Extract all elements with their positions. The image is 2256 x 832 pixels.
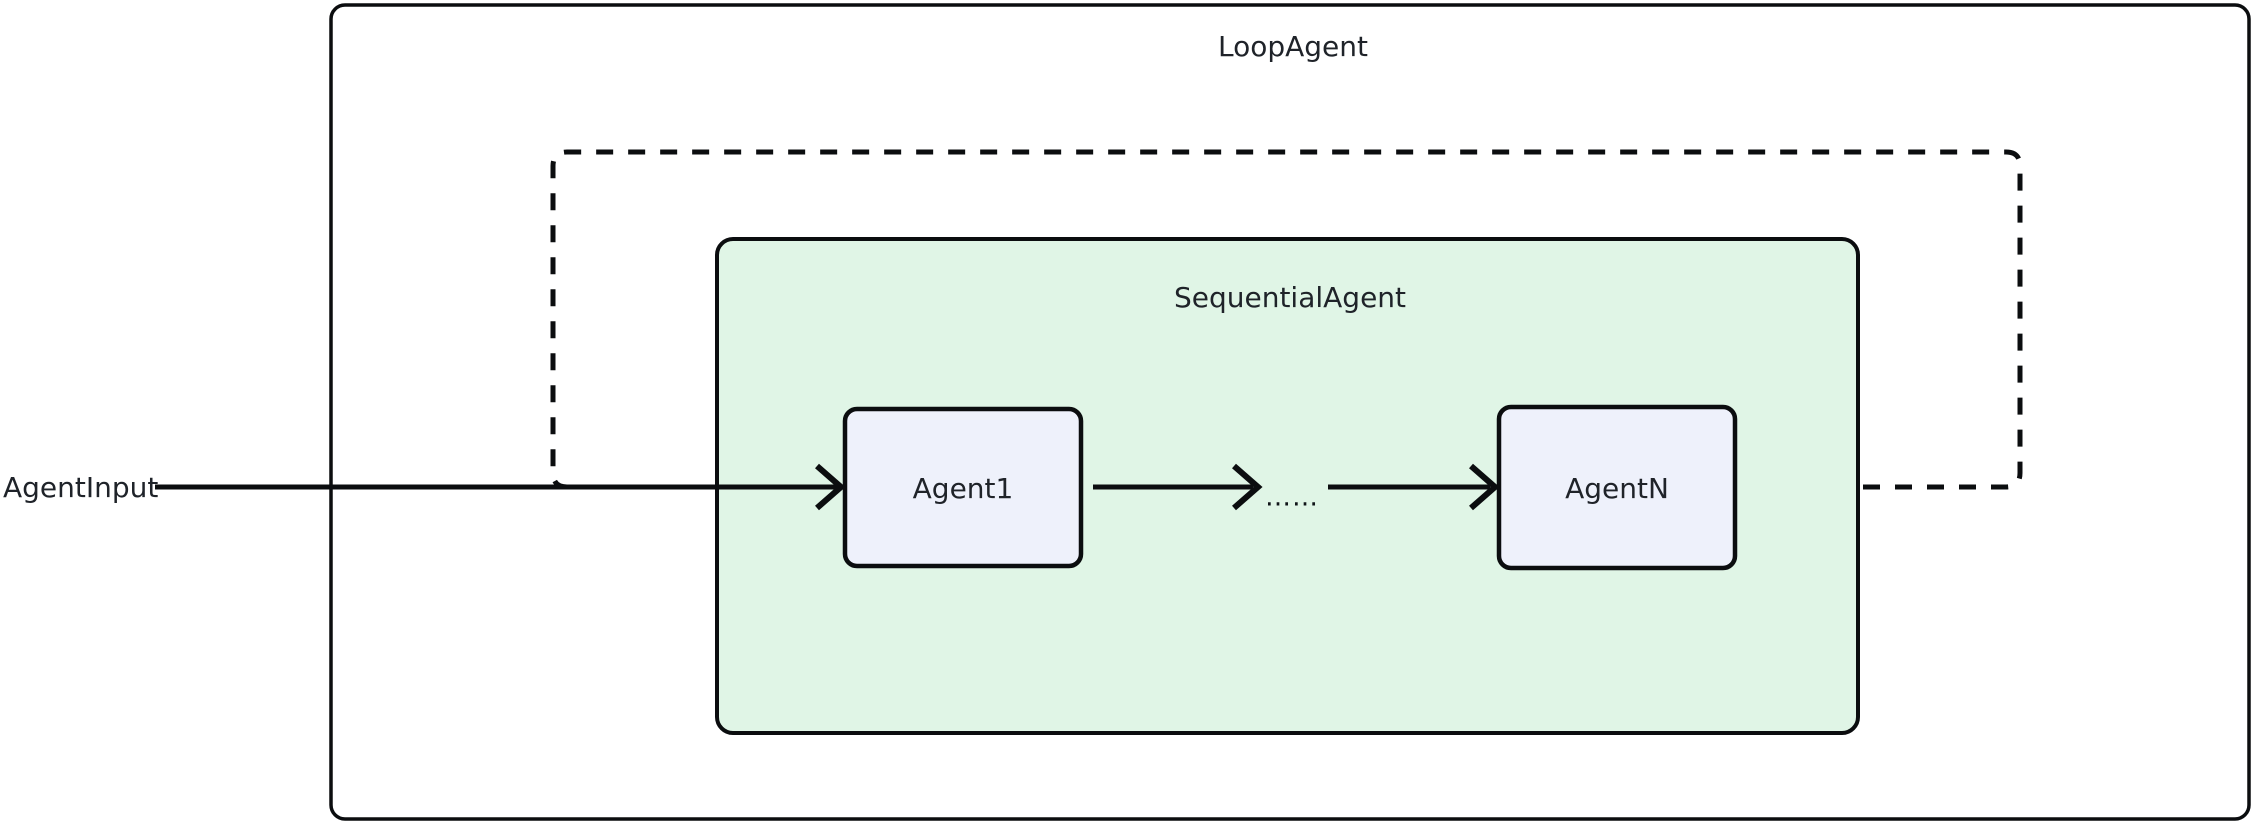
agent-input-label: AgentInput [3, 471, 158, 504]
agentN-label: AgentN [1565, 472, 1669, 505]
edge-agent1-to-ellipsis-arrowhead [1232, 463, 1263, 511]
loop-back-dashed-path [550, 149, 2023, 490]
ellipsis-label: …… [1265, 483, 1319, 513]
agent-node-agentN[interactable] [1496, 404, 1738, 571]
loop-agent-label: LoopAgent [1218, 30, 1368, 63]
edge-ellipsis-to-agentN-arrowhead [1469, 463, 1500, 511]
edge-input-to-agent1-arrowhead [815, 463, 846, 511]
agent1-label: Agent1 [913, 472, 1014, 505]
sequential-agent-label: SequentialAgent [1174, 281, 1406, 314]
agent-node-agent1[interactable] [842, 406, 1084, 569]
